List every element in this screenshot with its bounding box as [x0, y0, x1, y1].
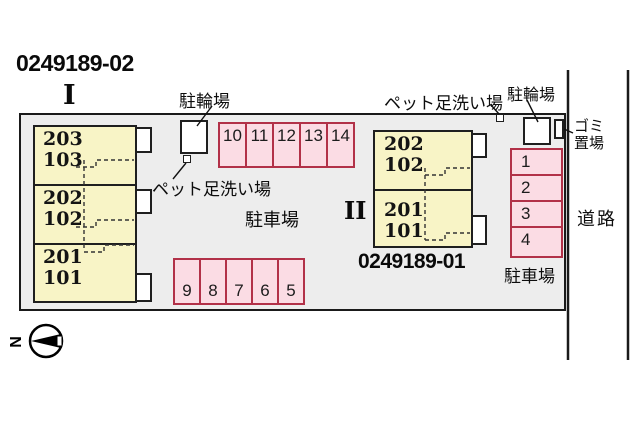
unit-divider — [375, 189, 471, 191]
parking-space-14: 14 — [326, 122, 355, 168]
parking-space-12: 12 — [272, 122, 301, 168]
building-1: 203 103 202 102 201 101 — [33, 125, 137, 303]
parking-space-9: 9 — [173, 258, 201, 305]
parking-space-8: 8 — [199, 258, 227, 305]
parking-space-10: 10 — [218, 122, 247, 168]
garbage-station-label: ゴミ 置場 — [574, 118, 605, 152]
entrance-porch — [135, 127, 152, 153]
building-2-numeral: II — [344, 196, 367, 225]
parking-space-13: 13 — [299, 122, 328, 168]
parking-space-6: 6 — [251, 258, 279, 305]
unit-number-lower: 101 — [384, 219, 424, 242]
unit-label-202-102: 202 102 — [43, 188, 83, 230]
garbage-label-line2: 置場 — [574, 134, 605, 152]
property-code-building-2: 0249189-01 — [358, 250, 466, 273]
unit-label-203-103: 203 103 — [43, 129, 83, 171]
unit-number-lower: 102 — [384, 153, 424, 176]
compass-icon — [28, 323, 64, 359]
parking-lot-label-center: 駐車場 — [245, 210, 299, 230]
unit-number-upper: 203 — [43, 128, 83, 150]
entrance-porch — [135, 273, 152, 302]
unit-divider — [35, 243, 135, 245]
property-code-building-1: 0249189-02 — [16, 50, 134, 76]
parking-space-1: 1 — [510, 148, 563, 176]
unit-number-lower: 102 — [43, 207, 83, 230]
bicycle-parking-label-right: 駐輪場 — [507, 87, 556, 104]
bicycle-shed-left — [180, 120, 208, 154]
unit-label-202-102: 202 102 — [384, 134, 424, 176]
parking-space-11: 11 — [245, 122, 274, 168]
entrance-porch — [471, 133, 487, 158]
pet-wash-label-left: ペット足洗い場 — [152, 180, 271, 199]
bicycle-parking-label-left: 駐輪場 — [179, 92, 230, 111]
unit-number-upper: 202 — [384, 133, 424, 155]
north-label: N — [7, 336, 25, 348]
garbage-label-line1: ゴミ — [574, 118, 605, 135]
parking-space-4: 4 — [510, 226, 563, 258]
bicycle-shed-right — [523, 117, 551, 145]
unit-divider — [35, 184, 135, 186]
garbage-station — [554, 119, 564, 139]
road-label: 道路 — [577, 209, 617, 229]
building-2: 202 102 201 101 — [373, 130, 473, 248]
unit-label-201-101: 201 101 — [384, 200, 424, 242]
pet-wash-marker-left — [183, 155, 191, 163]
unit-number-upper: 202 — [43, 187, 83, 209]
entrance-porch — [471, 215, 487, 245]
parking-space-5: 5 — [277, 258, 305, 305]
entrance-porch — [135, 189, 152, 214]
pet-wash-marker-right — [496, 114, 504, 122]
building-1-numeral: I — [63, 80, 76, 111]
unit-number-upper: 201 — [384, 199, 424, 221]
unit-number-upper: 201 — [43, 246, 83, 268]
pet-wash-label-right: ペット足洗い場 — [384, 94, 503, 113]
unit-label-201-101: 201 101 — [43, 247, 83, 289]
unit-number-lower: 103 — [43, 148, 83, 171]
parking-lot-label-right: 駐車場 — [504, 267, 555, 286]
unit-number-lower: 101 — [43, 266, 83, 289]
parking-space-3: 3 — [510, 200, 563, 228]
parking-space-7: 7 — [225, 258, 253, 305]
parking-space-2: 2 — [510, 174, 563, 202]
